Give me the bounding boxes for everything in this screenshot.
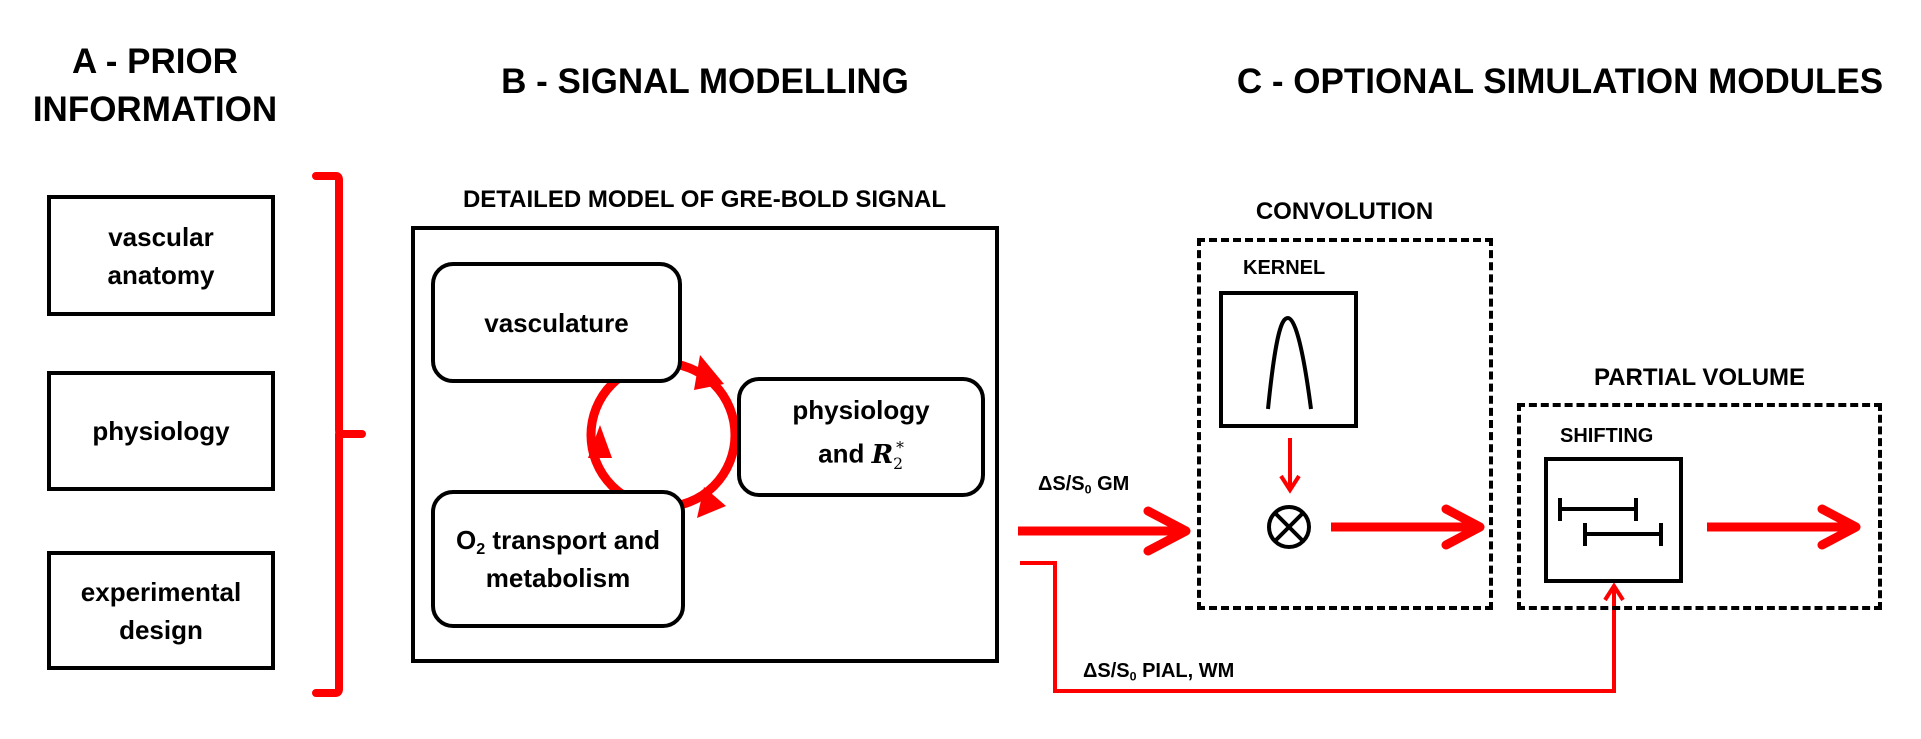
kernel-arrowhead	[1279, 474, 1301, 494]
brace	[312, 172, 366, 697]
gm-suffix: GM	[1091, 473, 1130, 495]
cycle-arrowhead-1	[694, 355, 724, 390]
gm-signal-label: ΔS/S0 GM	[1038, 472, 1129, 496]
prior-box-label: physiology	[92, 416, 230, 446]
model-frame	[411, 226, 999, 663]
prior-box-experimental-design: experimental design	[47, 551, 275, 670]
partial-volume-module	[1517, 403, 1882, 610]
shifting-box	[1544, 457, 1683, 583]
pial-prefix: ΔS/S	[1083, 660, 1130, 682]
convolution-title: CONVOLUTION	[1255, 198, 1434, 225]
r2-label: and R2*	[792, 429, 929, 483]
o2-label-line2: metabolism	[485, 563, 631, 593]
section-b-title: B - SIGNAL MODELLING	[501, 62, 909, 101]
r2-subscript: 2	[893, 454, 904, 473]
vasculature-box: vasculature	[431, 262, 682, 383]
pial-subscript: 0	[1129, 669, 1137, 684]
pial-suffix: PIAL, WM	[1136, 660, 1235, 682]
o2-subscript: 2	[476, 539, 486, 558]
o2-label-rest: transport and	[485, 525, 660, 555]
o2-transport-box: O2 transport and metabolism	[431, 490, 685, 628]
vasculature-label: vasculature	[484, 307, 629, 338]
r2-superscript: *	[896, 439, 904, 458]
gm-subscript: 0	[1084, 482, 1092, 497]
shifting-label: SHIFTING	[1560, 425, 1654, 447]
physiology-label: physiology	[792, 395, 930, 426]
prior-box-label: experimental	[80, 576, 242, 607]
prior-box-physiology: physiology	[47, 371, 275, 491]
o2-symbol: O	[456, 525, 477, 555]
model-subtitle: DETAILED MODEL OF GRE-BOLD SIGNAL	[462, 186, 947, 213]
section-c-title: C - OPTIONAL SIMULATION MODULES	[1236, 62, 1884, 101]
cycle-arrowhead-2	[697, 487, 726, 518]
partial-volume-title: PARTIAL VOLUME	[1593, 364, 1806, 391]
pial-wm-signal-label: ΔS/S0 PIAL, WM	[1083, 659, 1234, 683]
cycle-arrowhead-3	[588, 425, 612, 458]
convolution-output-arrowhead	[1441, 504, 1485, 550]
r2-prefix: and	[818, 438, 872, 469]
kernel-curve-icon	[1266, 315, 1313, 410]
o2-label-line1: O2 transport and	[456, 521, 660, 559]
pial-wm-connector	[1020, 561, 1616, 693]
section-a-title: A - PRIOR INFORMATION	[0, 38, 310, 134]
shift-bars-icon	[1558, 498, 1663, 546]
prior-box-label: anatomy	[107, 259, 215, 290]
pial-wm-arrowhead	[1603, 582, 1625, 602]
r2-symbol: R	[871, 439, 894, 470]
prior-box-vascular-anatomy: vascular anatomy	[47, 195, 275, 316]
convolution-operator-icon	[1267, 505, 1311, 549]
convolution-module	[1197, 238, 1493, 610]
prior-box-label: vascular	[108, 221, 214, 252]
prior-box-label: design	[119, 614, 203, 645]
partial-volume-output-arrowhead	[1817, 504, 1861, 550]
kernel-label: KERNEL	[1243, 257, 1326, 279]
gm-arrowhead	[1143, 506, 1191, 556]
physiology-r2-box: physiology and R2*	[737, 377, 985, 497]
section-a-title-line2: INFORMATION	[32, 90, 278, 129]
section-a-title-line1: A - PRIOR	[72, 42, 238, 81]
gm-prefix: ΔS/S	[1038, 473, 1085, 495]
kernel-box	[1219, 291, 1358, 428]
